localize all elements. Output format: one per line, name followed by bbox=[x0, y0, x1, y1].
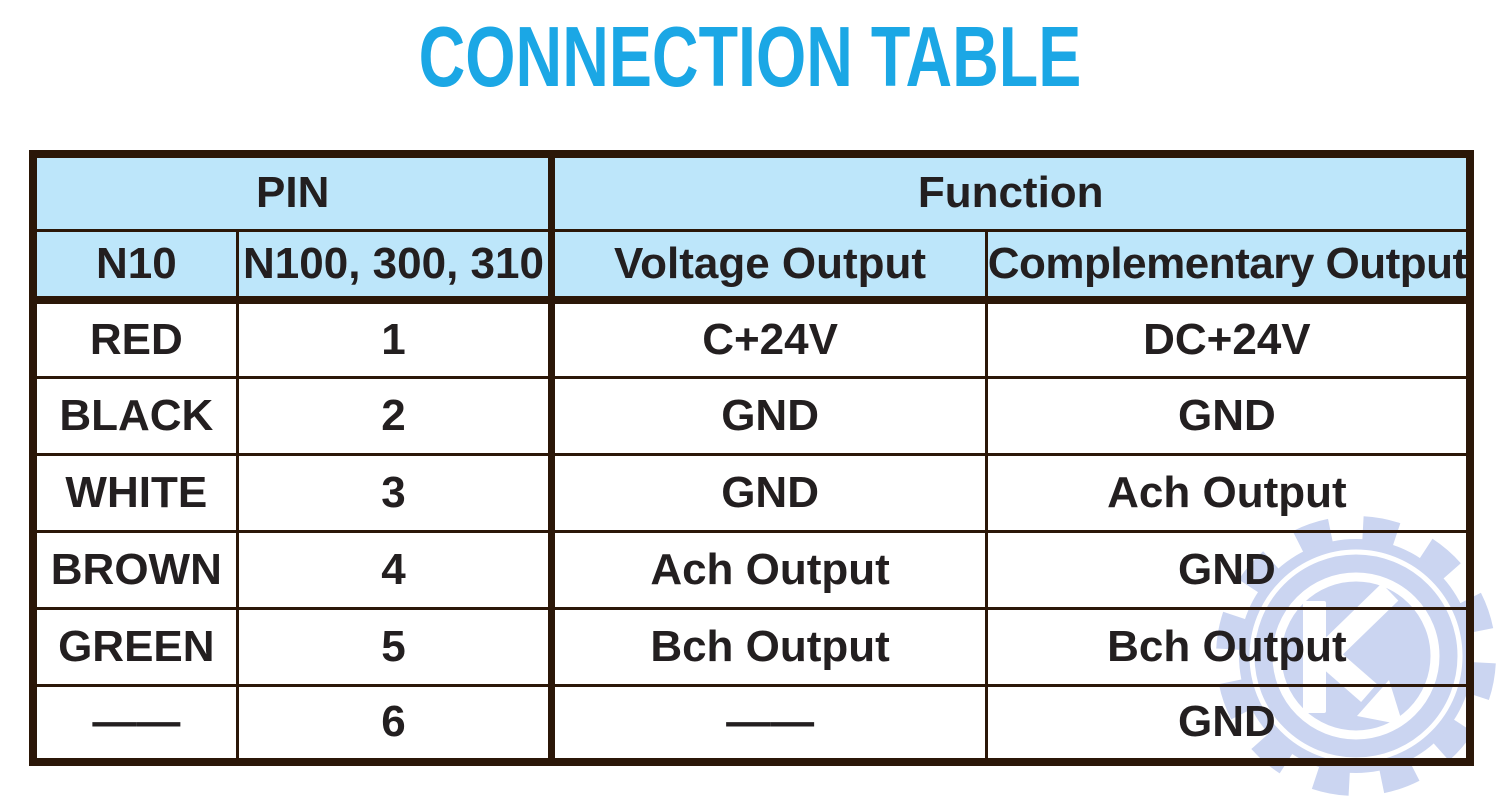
pin-cell: 2 bbox=[235, 375, 554, 456]
group-header-row: PIN Function bbox=[31, 152, 1472, 232]
table-row: BLACK 2 GND GND bbox=[31, 375, 1472, 456]
wire-cell: RED bbox=[31, 298, 239, 379]
complementary-output-cell: Bch Output bbox=[984, 606, 1472, 687]
wire-cell: BLACK bbox=[31, 375, 239, 456]
pin-cell: 6 bbox=[235, 683, 554, 764]
voltage-output-cell: GND bbox=[548, 452, 988, 533]
complementary-output-cell: GND bbox=[984, 683, 1472, 764]
wire-cell: GREEN bbox=[31, 606, 239, 687]
group-header-function: Function bbox=[548, 152, 1472, 232]
page-title: CONNECTION TABLE bbox=[418, 10, 1082, 105]
voltage-output-cell: Bch Output bbox=[548, 606, 988, 687]
pin-cell: 3 bbox=[235, 452, 554, 533]
col-header-n100-300-310: N100, 300, 310 bbox=[235, 228, 554, 304]
table-row: RED 1 C+24V DC+24V bbox=[31, 298, 1472, 379]
table-row: GREEN 5 Bch Output Bch Output bbox=[31, 606, 1472, 687]
col-header-complementary-output: Complementary Output bbox=[984, 228, 1472, 304]
pin-cell: 5 bbox=[235, 606, 554, 687]
col-header-voltage-output: Voltage Output bbox=[548, 228, 988, 304]
connection-table: PIN Function N10 N100, 300, 310 Voltage … bbox=[29, 150, 1474, 766]
group-header-pin: PIN bbox=[31, 152, 554, 232]
pin-cell: 1 bbox=[235, 298, 554, 379]
voltage-output-cell: C+24V bbox=[548, 298, 988, 379]
wire-cell: WHITE bbox=[31, 452, 239, 533]
wire-cell: BROWN bbox=[31, 529, 239, 610]
voltage-output-cell: Ach Output bbox=[548, 529, 988, 610]
pin-cell: 4 bbox=[235, 529, 554, 610]
voltage-output-cell: —— bbox=[548, 683, 988, 764]
table-row: WHITE 3 GND Ach Output bbox=[31, 452, 1472, 533]
complementary-output-cell: GND bbox=[984, 529, 1472, 610]
voltage-output-cell: GND bbox=[548, 375, 988, 456]
complementary-output-cell: Ach Output bbox=[984, 452, 1472, 533]
table-row: BROWN 4 Ach Output GND bbox=[31, 529, 1472, 610]
column-header-row: N10 N100, 300, 310 Voltage Output Comple… bbox=[31, 228, 1472, 304]
complementary-output-cell: DC+24V bbox=[984, 298, 1472, 379]
complementary-output-cell: GND bbox=[984, 375, 1472, 456]
wire-cell: —— bbox=[31, 683, 239, 764]
col-header-n10: N10 bbox=[31, 228, 239, 304]
table-row: —— 6 —— GND bbox=[31, 683, 1472, 764]
